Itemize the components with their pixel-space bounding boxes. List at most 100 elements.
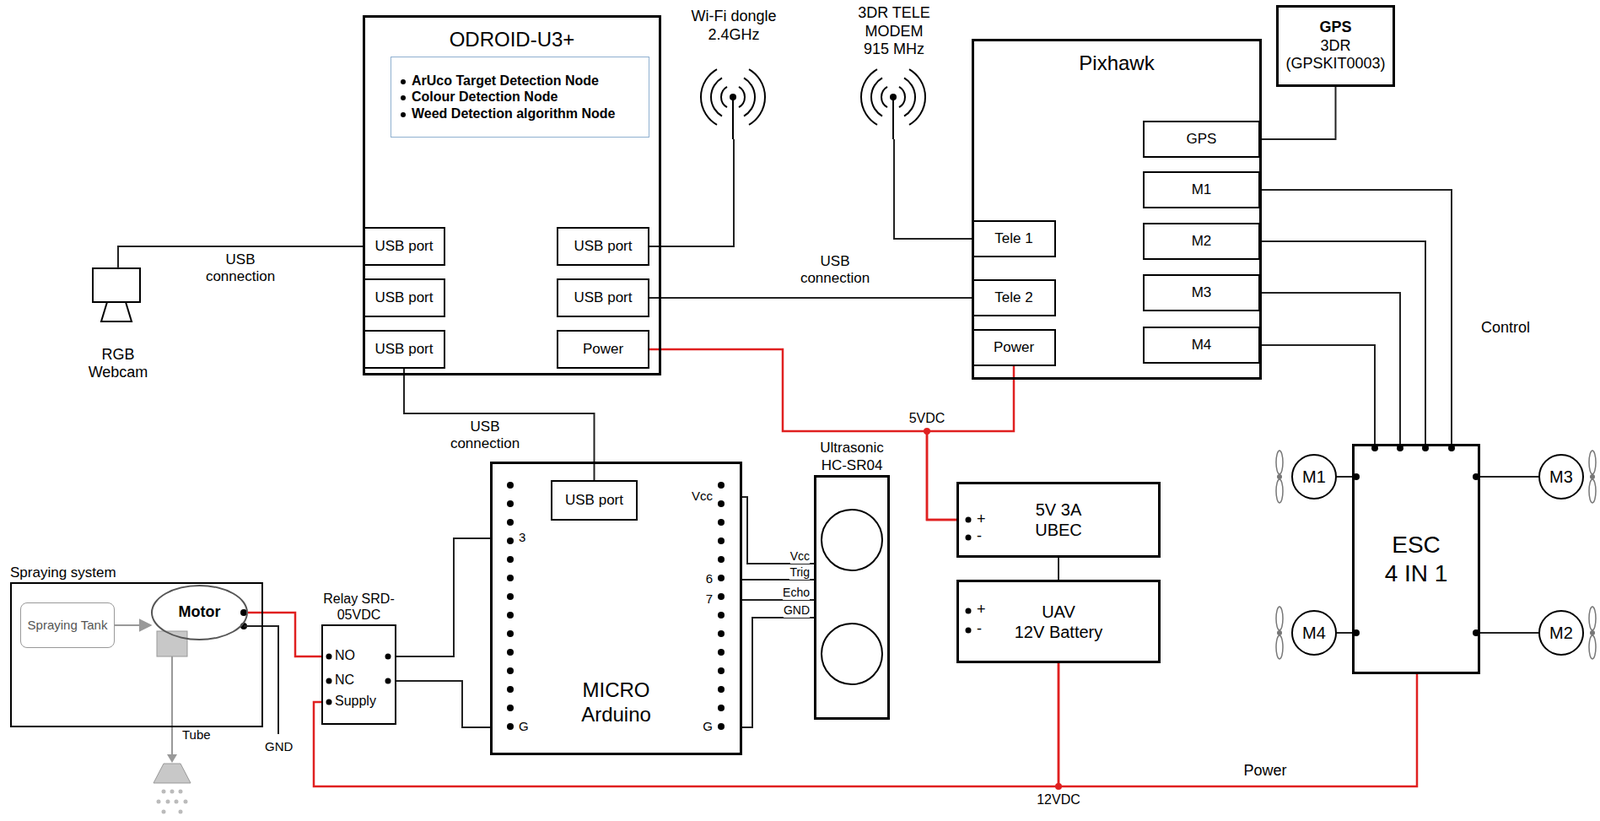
ground-label: GND [264, 738, 293, 755]
header-pin [506, 574, 514, 582]
terminal-sign: - [976, 619, 982, 639]
motor-circle: M3 [1538, 453, 1584, 500]
telemetry-modem: 3DR TELE MODEM915 MHz [835, 4, 954, 140]
drawing-dot [965, 627, 972, 634]
header-pin [717, 685, 725, 693]
header-pin [717, 722, 725, 730]
microcontroller: MICRO ArduinoUSB port [490, 461, 743, 755]
header-pin [717, 500, 725, 507]
propeller-blade [1276, 635, 1283, 659]
node-text: GPS [1319, 18, 1352, 38]
header-pin [717, 555, 725, 563]
connector [1260, 241, 1426, 444]
motor-circle: M1 [1291, 453, 1337, 500]
spray-drop [183, 799, 189, 804]
node-text: USB port [375, 340, 434, 358]
node-text: M3 [1191, 284, 1213, 302]
antenna-stem [892, 96, 895, 140]
edge-label: 12VDC [1033, 791, 1084, 808]
connector [649, 349, 957, 520]
drawing-dot [326, 678, 333, 685]
header-pin [506, 518, 514, 526]
terminal-sign: - [976, 527, 982, 546]
pin-name: Trig [789, 565, 810, 580]
node-text: M4 [1302, 622, 1326, 643]
pin-number: 7 [705, 591, 713, 607]
pin-number: 3 [518, 529, 526, 545]
node-text: Tele 2 [994, 289, 1033, 307]
propeller-blade [1589, 479, 1596, 503]
pin-name: Vcc [790, 549, 810, 564]
drawing-dot [385, 678, 392, 685]
drawing-dot [965, 534, 972, 541]
header-pin [717, 667, 725, 674]
radio-wave [738, 86, 745, 108]
drawing-dot [326, 699, 333, 706]
sensor-transducer [821, 623, 883, 685]
propeller-blade [1589, 450, 1596, 475]
header-pin [717, 574, 725, 582]
port-box: M2 [1142, 222, 1261, 260]
pin-name: G [702, 718, 713, 734]
connector [1260, 344, 1375, 444]
spray-drop [174, 799, 179, 804]
connector [247, 612, 322, 657]
node-text: ESC [1391, 530, 1441, 560]
node-text: 5V 3A UBEC [1020, 499, 1097, 540]
port-box: USB port [362, 278, 446, 318]
port-box: Tele 1 [971, 220, 1056, 258]
radio-wave [899, 86, 906, 108]
computer-board: ODROID-U3+ArUco Target Detection NodeCol… [362, 15, 662, 376]
node-text: GPS [1186, 130, 1218, 148]
node-text: ArUco Target Detection Node [398, 72, 599, 89]
node-text: 3DR TELE MODEM [847, 4, 941, 41]
motor-circle: M4 [1291, 609, 1337, 656]
connector [396, 538, 491, 657]
connector [742, 617, 814, 728]
pump [156, 630, 188, 657]
spray-drop [178, 789, 184, 794]
port-box: USB port [556, 278, 650, 318]
port-box: M1 [1142, 171, 1261, 209]
port-box: Power [556, 329, 650, 369]
spray-drop [161, 789, 167, 794]
node-text: NO [334, 646, 356, 663]
propeller-hub [1276, 474, 1283, 480]
connector [1480, 631, 1539, 634]
radio-wave [743, 77, 755, 116]
connector [894, 139, 972, 239]
propeller-hub [1589, 630, 1595, 636]
radio-wave [700, 69, 717, 125]
header-pin [717, 537, 725, 545]
node-text: M1 [1191, 181, 1213, 199]
port-box: M4 [1142, 326, 1261, 364]
spray-drop [156, 799, 162, 804]
drawing-dot [965, 517, 972, 523]
node-text: Wi-Fi dongle [690, 7, 776, 27]
drawing-dot [385, 653, 392, 660]
pin-name: GND [783, 603, 810, 618]
header-pin [506, 630, 514, 637]
radio-wave [711, 77, 722, 116]
drawing-dot [326, 653, 333, 660]
node-text: M4 [1191, 336, 1213, 354]
header-pin [717, 630, 725, 637]
port-box: Power [971, 328, 1056, 367]
radio-wave [861, 69, 878, 125]
connector [742, 496, 814, 564]
pin-name: Echo [782, 585, 810, 600]
node-text: Power [993, 339, 1035, 356]
edge-label: USB connection [792, 253, 878, 288]
header-pin [717, 704, 725, 712]
node-text: Spraying Tank [27, 617, 108, 633]
node-text: Ultrasonic HC-SR04 [805, 439, 899, 475]
node-text: USB port [574, 237, 633, 255]
header-pin [506, 667, 514, 674]
tank-box: Spraying Tank [20, 602, 115, 648]
connector [1336, 475, 1353, 478]
port-box: USB port [556, 226, 650, 266]
terminal-sign: + [976, 600, 986, 620]
battery: UAV12V Battery [956, 579, 1161, 663]
